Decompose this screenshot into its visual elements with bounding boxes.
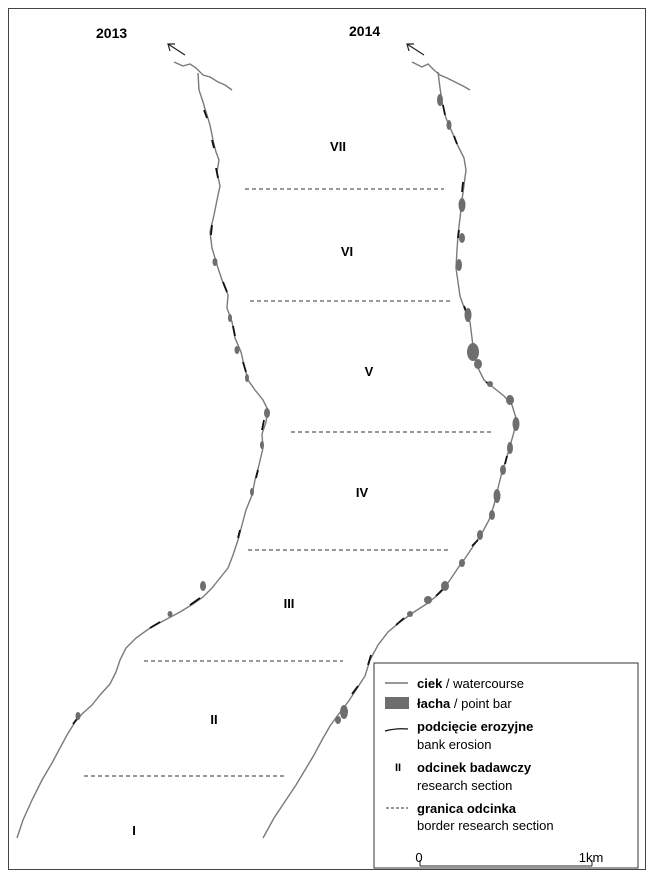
- section-label-iv: IV: [356, 485, 369, 500]
- section-label-iii: III: [284, 596, 295, 611]
- scale-end-label: 1km: [579, 850, 604, 865]
- legend-bank-erosion-sub: bank erosion: [417, 737, 491, 752]
- year-label-2014: 2014: [349, 23, 380, 39]
- legend-watercourse: ciek / watercourse: [417, 676, 524, 691]
- section-label-vi: VI: [341, 244, 353, 259]
- scale-bar: [419, 860, 593, 867]
- scale-start-label: 0: [415, 850, 422, 865]
- year-label-2013: 2013: [96, 25, 127, 41]
- river-2013: [16, 61, 269, 839]
- arrow-north-icon: [406, 43, 425, 56]
- point-bars-2014: [335, 94, 520, 724]
- section-label-vii: VII: [330, 139, 346, 154]
- legend-point-bar-symbol: [385, 697, 409, 709]
- point-bars-2013: [75, 258, 270, 720]
- legend-border-sub: border research section: [417, 818, 554, 833]
- section-label-ii: II: [210, 712, 217, 727]
- bank-erosion-2013: [72, 109, 265, 725]
- legend-research-section-symbol: II: [395, 762, 401, 774]
- legend-point-bar: łacha / point bar: [417, 696, 512, 711]
- legend-bank-erosion: podcięcie erozyjne: [417, 719, 533, 734]
- legend-research-section-sub: research section: [417, 778, 512, 793]
- section-label-i: I: [132, 823, 136, 838]
- section-borders: [84, 188, 492, 777]
- arrow-north-icon: [167, 43, 186, 56]
- section-label-v: V: [365, 364, 374, 379]
- bank-erosion-2014: [351, 104, 516, 695]
- legend: ciek / watercourse łacha / point bar pod…: [373, 662, 639, 869]
- legend-bank-erosion-symbol: [384, 728, 409, 732]
- legend-border: granica odcinka: [417, 801, 517, 816]
- legend-research-section: odcinek badawczy: [417, 760, 532, 775]
